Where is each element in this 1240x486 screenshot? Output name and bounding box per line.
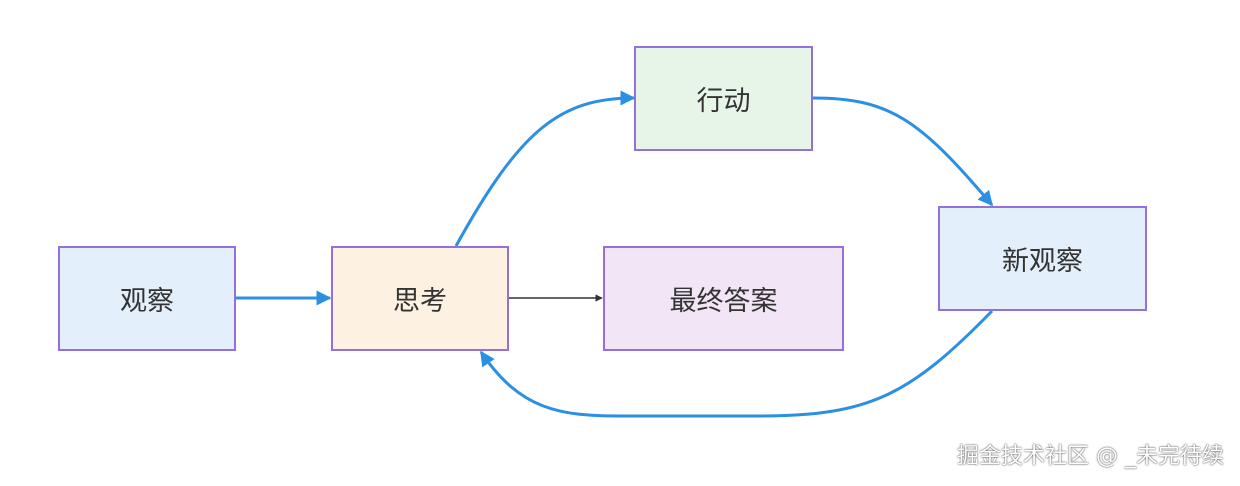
edge-think-to-action [454,90,636,247]
node-think: 思考 [331,246,509,351]
watermark: 掘金技术社区 @ _未完待续 [957,444,1224,469]
node-final-answer: 最终答案 [603,246,844,351]
node-new-observe-label: 新观察 [1002,246,1083,277]
edge-action-to-new-observe [812,96,994,207]
edge-new-observe-to-think [479,309,994,418]
node-final-answer-label: 最终答案 [669,286,778,317]
node-action: 行动 [634,46,813,151]
node-think-label: 思考 [393,286,447,317]
node-action-label: 行动 [696,86,751,117]
node-observe: 观察 [58,246,236,351]
node-observe-label: 观察 [120,286,174,317]
node-new-observe: 新观察 [938,206,1147,311]
